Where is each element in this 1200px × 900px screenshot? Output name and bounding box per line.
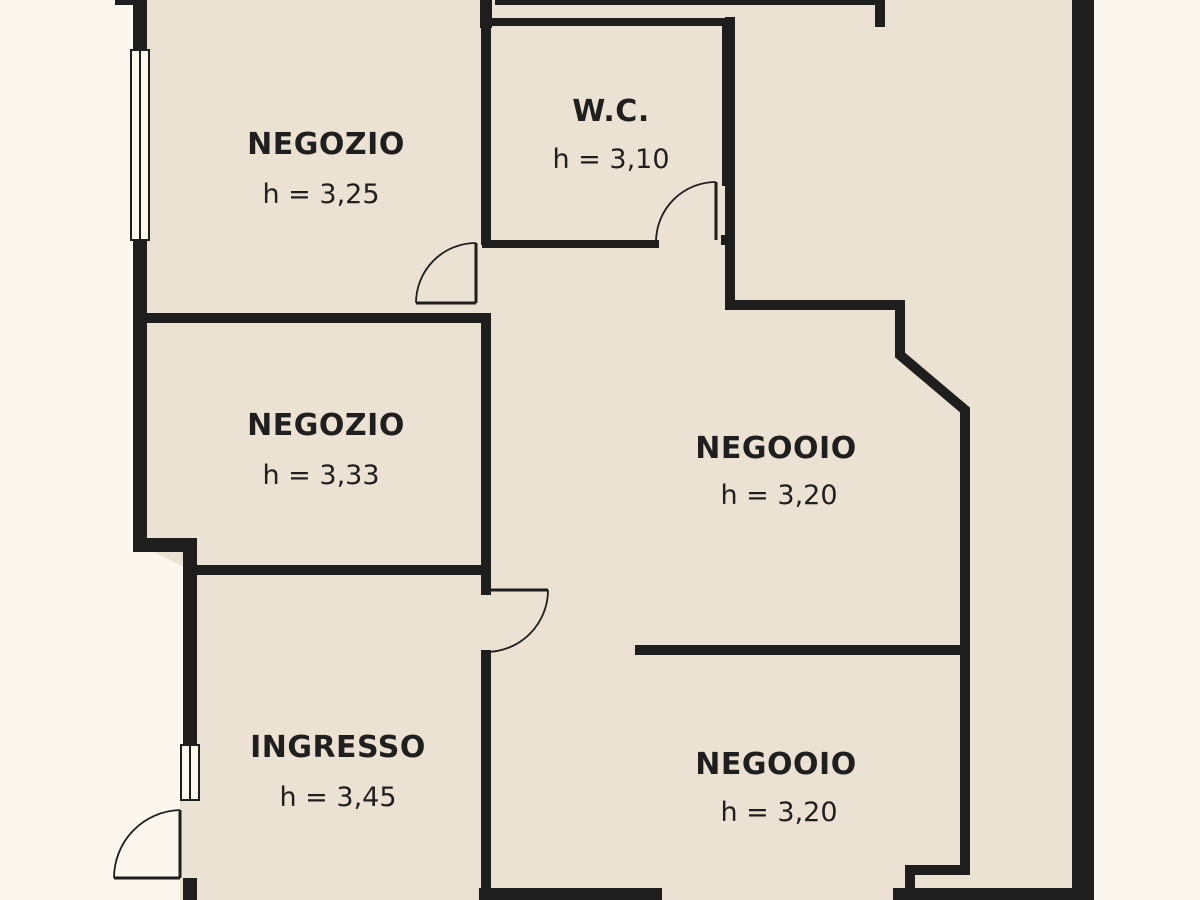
room-name: NEGOZIO	[247, 408, 405, 443]
room-name: NEGOOIO	[695, 431, 856, 466]
door-swing-arc	[655, 181, 717, 243]
windows	[130, 49, 200, 801]
door-wc	[655, 181, 718, 243]
room-height: h = 3,20	[720, 797, 837, 828]
wall-large-room-outline	[721, 235, 970, 900]
doors	[113, 181, 718, 880]
room-height: h = 3,25	[262, 179, 379, 210]
interior-walls	[135, 17, 970, 900]
room-name: INGRESSO	[250, 730, 426, 765]
floor-fill-entry	[180, 790, 200, 900]
room-negozio-2: NEGOZIO h = 3,33	[247, 408, 405, 491]
room-wc: W.C. h = 3,10	[552, 94, 669, 175]
room-name: NEGOZIO	[247, 127, 405, 162]
room-height: h = 3,10	[552, 144, 669, 175]
wall-left-upper	[133, 0, 197, 797]
room-negooio-1: NEGOOIO h = 3,20	[695, 431, 856, 511]
room-height: h = 3,20	[720, 480, 837, 511]
room-name: NEGOOIO	[695, 747, 856, 782]
floor-fill	[140, 0, 1083, 900]
floor-area	[140, 0, 1083, 900]
room-name: W.C.	[572, 94, 649, 129]
door-swing-arc	[113, 809, 181, 879]
room-height: h = 3,45	[279, 782, 396, 813]
room-negozio-1: NEGOZIO h = 3,25	[247, 127, 405, 210]
door-negozio-1	[415, 242, 478, 305]
room-height: h = 3,33	[262, 460, 379, 491]
room-ingresso: INGRESSO h = 3,45	[250, 730, 426, 813]
door-swing-arc	[485, 589, 549, 653]
room-negooio-2: NEGOOIO h = 3,20	[695, 747, 856, 828]
door-swing-arc	[415, 242, 477, 304]
door-ingresso-room	[485, 588, 549, 653]
door-entrance	[113, 809, 182, 880]
